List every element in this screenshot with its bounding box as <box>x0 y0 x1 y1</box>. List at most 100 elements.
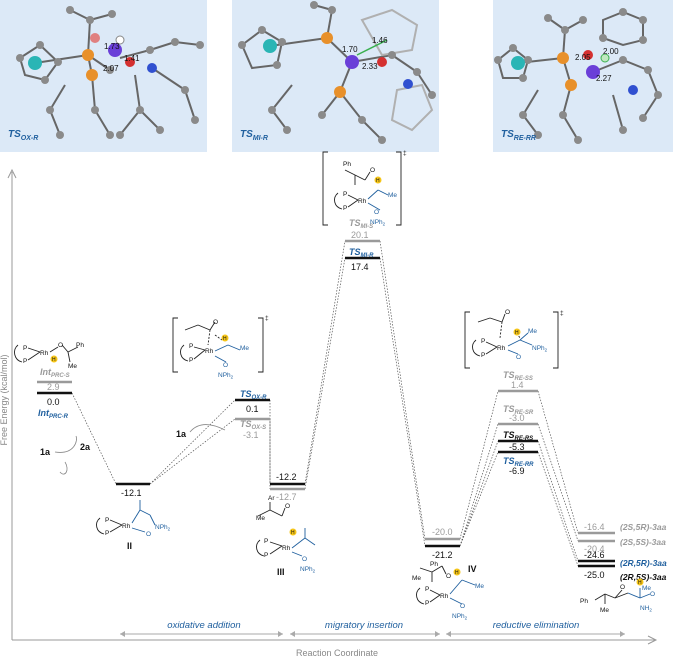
ii-nph2-label: NPh2 <box>155 524 171 532</box>
value-p-2r5r: -24.6 <box>584 550 605 560</box>
ts-ox-p-label: P <box>189 343 193 350</box>
iv-h-label: H <box>455 570 459 576</box>
energy-profile-diagram: Free Energy (kcal/mol) Reaction Coordina… <box>0 150 667 658</box>
iv-ph-label: Ph <box>430 561 438 568</box>
value-ts-mi-s: 20.1 <box>351 230 369 240</box>
ts-ox-r-structure-panel: 1.73 1.41 2.07 TSOX-R <box>0 0 207 152</box>
iv-me2-label: Me <box>475 583 484 590</box>
value-p-2r5s: -25.0 <box>584 570 605 580</box>
reagent-1a-arrow-icon <box>59 461 68 475</box>
iii-me-label: Me <box>256 515 265 522</box>
iii-nph2-label: NPh2 <box>300 566 316 574</box>
label-p-2r5r: (2R,5R)-3aa <box>620 558 667 568</box>
product-ph-label: Ph <box>580 598 588 605</box>
ts-re-rr-distance-1: 2.00 <box>603 47 619 56</box>
ts-ox-structure <box>172 317 264 373</box>
value-p-2s5s: -20.4 <box>584 544 605 554</box>
reagent-1a-mid: 1a <box>176 429 187 439</box>
iii-ar-label: Ar <box>268 495 275 502</box>
iv-p-label: P <box>425 586 429 593</box>
ii-p-label-2: P <box>105 530 109 537</box>
ts-mi-r-distance-1: 1.46 <box>372 36 388 45</box>
ts-re-rr-molecule-image: 2.00 2.05 2.27 <box>494 8 662 144</box>
label-ts-mi-r: TSMI-R <box>349 247 374 259</box>
ts-ox-r-distance-2: 1.41 <box>124 54 140 63</box>
phase-migratory-insertion: migratory insertion <box>325 620 403 631</box>
iv-nph2-label: NPh2 <box>452 613 468 621</box>
value-ts-re-ss: 1.4 <box>511 380 524 390</box>
ts-re-dagger-label: ‡ <box>560 310 564 317</box>
phase-oxidative-addition: oxidative addition <box>167 620 240 631</box>
value-ts-re-rs: -5.3 <box>509 442 525 452</box>
ts-re-rr-structure-panel: 2.00 2.05 2.27 TSRE-RR <box>493 0 673 152</box>
ii-o-label: O <box>146 531 151 538</box>
value-ts-ox-r: 0.1 <box>246 404 259 414</box>
ts-mi-dagger-label: ‡ <box>403 150 407 157</box>
ts-re-rr-distance-2: 2.05 <box>575 53 591 62</box>
ts-re-me-label: Me <box>528 328 537 335</box>
pathway-connectors <box>71 240 579 567</box>
ts-mi-r-panel-label: TSMI-R <box>240 129 268 142</box>
species-iv-label: IV <box>468 564 477 574</box>
value-p-2s5r: -16.4 <box>584 522 605 532</box>
ts-ox-dagger-label: ‡ <box>265 315 269 322</box>
ts-re-nph2-label: NPh2 <box>532 345 548 353</box>
ts-mi-p-label-2: P <box>343 205 347 212</box>
ts-ox-o2-label: O <box>223 362 228 369</box>
ts-re-rr-distance-3: 2.27 <box>596 74 612 83</box>
int-prc-p-label: P <box>23 345 27 352</box>
ts-re-o-label: O <box>505 309 510 316</box>
product-nh2-label: NH2 <box>640 605 652 613</box>
product-3aa-structure <box>594 578 651 604</box>
label-p-2s5r: (2S,5R)-3aa <box>620 522 667 532</box>
iii-structure <box>256 502 316 557</box>
ii-p-label: P <box>105 517 109 524</box>
species-ii-label: II <box>127 541 132 551</box>
iii-h-label: H <box>291 530 295 536</box>
ts-ox-me-label: Me <box>240 345 249 352</box>
product-me2-label: Me <box>642 585 651 592</box>
value-iv-r: -21.2 <box>432 550 453 560</box>
value-ts-re-rr: -6.9 <box>509 466 525 476</box>
label-ts-re-rr: TSRE-RR <box>503 456 534 468</box>
iv-p-label-2: P <box>425 600 429 607</box>
ts-mi-o2-label: O <box>374 209 379 216</box>
iv-o2-label: O <box>460 603 465 610</box>
ts-ox-r-distance-3: 2.07 <box>103 64 119 73</box>
value-ts-re-sr: -3.0 <box>509 413 525 423</box>
iii-p-label: P <box>264 538 268 545</box>
iii-o-label: O <box>285 503 290 510</box>
value-iv-s: -20.0 <box>432 527 453 537</box>
label-p-2s5s: (2S,5S)-3aa <box>620 537 666 547</box>
label-ts-ox-r: TSOX-R <box>240 389 267 401</box>
label-p-2r5s: (2R,5S)-3aa <box>620 572 667 582</box>
x-axis-label: Reaction Coordinate <box>296 648 378 658</box>
ts-mi-r-distance-2: 1.70 <box>342 45 358 54</box>
ts-ox-r-molecule-image: 1.73 1.41 2.07 <box>16 6 204 139</box>
value-int-prc-s: 2.9 <box>47 382 60 392</box>
label-ts-ox-s: TSOX-S <box>240 419 266 431</box>
label-int-prc-s: IntPRC-S <box>40 367 70 379</box>
value-ts-ox-s: -3.1 <box>243 430 259 440</box>
product-o-label: O <box>620 584 625 591</box>
phase-reductive-elimination: reductive elimination <box>493 620 580 631</box>
reagent-2a: 2a <box>80 442 91 452</box>
value-iii-r: -12.2 <box>276 472 297 482</box>
ii-structure <box>96 500 156 535</box>
reagent-1a-left: 1a <box>40 447 51 457</box>
ts-re-structure <box>464 311 559 369</box>
iii-p-label-2: P <box>264 552 268 559</box>
species-iii-label: III <box>277 567 285 577</box>
ts-re-p-label-2: P <box>481 352 485 359</box>
value-iii-s: -12.7 <box>276 492 297 502</box>
int-prc-h-label: H <box>52 357 56 363</box>
ts-re-rr-panel-label: TSRE-RR <box>501 129 536 142</box>
ts-mi-me-label: Me <box>388 192 397 199</box>
ts-ox-r-panel-label: TSOX-R <box>8 129 39 142</box>
ts-ox-p-label-2: P <box>189 357 193 364</box>
int-prc-me-label: Me <box>68 363 77 370</box>
ts-mi-nph2-label: NPh2 <box>370 219 386 227</box>
ii-rh-label: Rh <box>122 523 131 530</box>
ts-ox-rh-label: Rh <box>205 348 214 355</box>
ts-mi-structure <box>322 151 402 226</box>
